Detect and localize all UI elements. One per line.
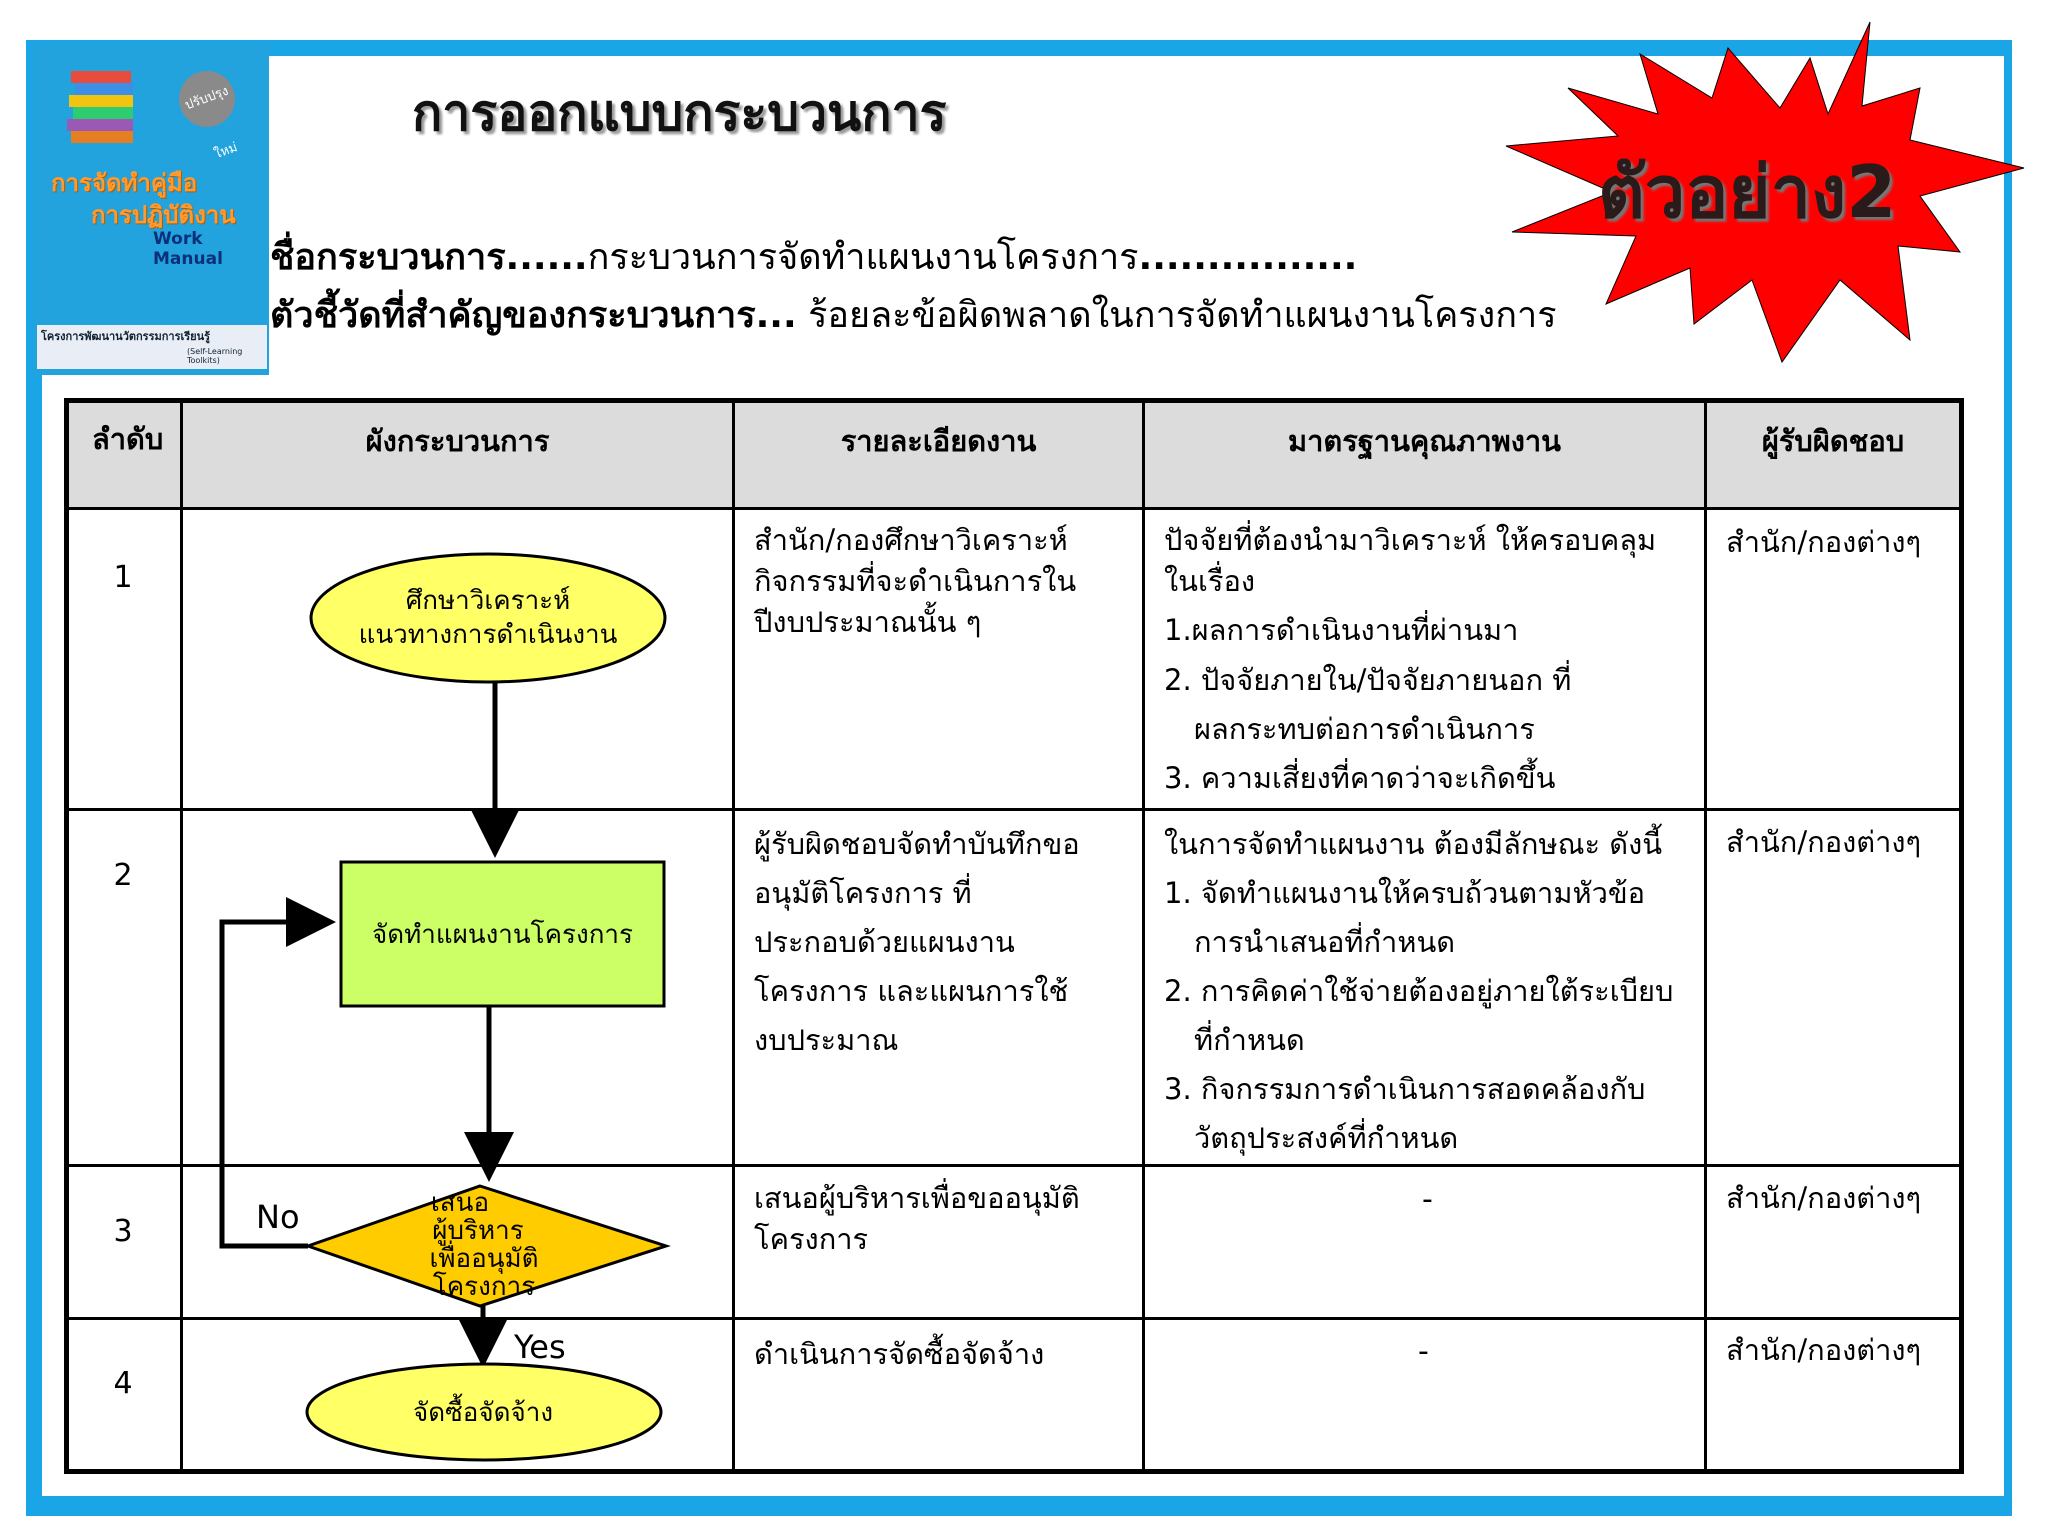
process-kpi-value: ร้อยละข้อผิดพลาดในการจัดทำแผนงานโครงการ xyxy=(796,295,1557,336)
standard-line: ผลกระทบต่อการดำเนินการ xyxy=(1194,712,1535,746)
detail-line: สำนัก/กองศึกษาวิเคราะห์ xyxy=(754,523,1068,557)
end-terminator xyxy=(305,1362,663,1462)
table-rule xyxy=(64,1317,1964,1320)
decision-label-line: เพื่ออนุมัติ xyxy=(429,1244,539,1274)
detail-cell: ผู้รับผิดชอบจัดทำบันทึกขอ อนุมัติโครงการ… xyxy=(754,820,1080,1065)
decision-label-line: ผู้บริหาร xyxy=(432,1216,524,1246)
process-name-value: กระบวนการจัดทำแผนงานโครงการ xyxy=(587,237,1139,278)
cover-org-band: โครงการพัฒนานวัตกรรมการเรียนรู้ (Self-Le… xyxy=(37,325,267,369)
cover-title-line1: การจัดทำคู่มือ xyxy=(51,169,198,197)
header-owner: ผู้รับผิดชอบ xyxy=(1761,424,1905,458)
standard-line: 1.ผลการดำเนินงานที่ผ่านมา xyxy=(1164,613,1519,647)
cover-subtitle: Work Manual xyxy=(153,229,223,269)
page-title: การออกแบบกระบวนการ xyxy=(412,84,947,142)
owner-cell: สำนัก/กองต่างๆ xyxy=(1726,525,1922,559)
owner-cell: สำนัก/กองต่างๆ xyxy=(1726,1181,1922,1215)
table-header-row xyxy=(69,403,1959,507)
start-terminator-label: ศึกษาวิเคราะห์ แนวทางการดำเนินงาน xyxy=(320,584,656,652)
cover-org-text: โครงการพัฒนานวัตกรรมการเรียนรู้ xyxy=(41,330,211,343)
cover-title-line2: การปฏิบัติงาน xyxy=(91,201,236,229)
step-number: 1 xyxy=(113,560,133,595)
process-name-line: ชื่อกระบวนการ......กระบวนการจัดทำแผนงานโ… xyxy=(270,228,1357,285)
standard-line: ปัจจัยที่ต้องนำมาวิเคราะห์ ให้ครอบคลุม xyxy=(1164,523,1657,557)
process-box xyxy=(339,860,666,1008)
standard-line: ในเรื่อง xyxy=(1164,564,1256,598)
header-detail: รายละเอียดงาน xyxy=(840,424,1037,458)
table-rule xyxy=(732,398,735,1474)
detail-line: กิจกรรมที่จะดำเนินการใน xyxy=(754,564,1077,598)
detail-line: เสนอผู้บริหารเพื่อขออนุมัติ xyxy=(754,1181,1080,1215)
detail-line: ปีงบประมาณนั้น ๆ xyxy=(754,605,982,639)
start-label-line: ศึกษาวิเคราะห์ xyxy=(405,586,571,616)
detail-line: โครงการ xyxy=(754,1222,869,1256)
decision-label-line: โครงการ xyxy=(432,1272,536,1302)
table-rule xyxy=(64,1164,1964,1167)
owner-cell: สำนัก/กองต่างๆ xyxy=(1726,1333,1922,1367)
no-branch-label: No xyxy=(256,1198,300,1236)
process-kpi-line: ตัวชี้วัดที่สำคัญของกระบวนการ... ร้อยละข… xyxy=(270,286,1557,343)
standard-cell: ปัจจัยที่ต้องนำมาวิเคราะห์ ให้ครอบคลุม ใ… xyxy=(1164,520,1656,801)
detail-line: ผู้รับผิดชอบจัดทำบันทึกขอ xyxy=(754,827,1080,861)
standard-line: การนำเสนอที่กำหนด xyxy=(1194,925,1456,959)
table-rule xyxy=(1142,398,1145,1474)
standard-line: 3. กิจกรรมการดำเนินการสอดคล้องกับ xyxy=(1164,1072,1646,1106)
yes-branch-label: Yes xyxy=(514,1328,566,1366)
end-terminator-label: จัดซื้อจัดจ้าง xyxy=(412,1398,554,1428)
detail-line: ประกอบด้วยแผนงาน xyxy=(754,925,1015,959)
process-name-trail: ................ xyxy=(1138,237,1358,278)
detail-cell: สำนัก/กองศึกษาวิเคราะห์ กิจกรรมที่จะดำเน… xyxy=(754,520,1076,643)
decision-label-line: เสนอ xyxy=(430,1188,490,1218)
standard-empty: - xyxy=(1418,1334,1429,1369)
header-step: ลำดับ xyxy=(92,422,164,456)
standard-line: ในการจัดทำแผนงาน ต้องมีลักษณะ ดังนี้ xyxy=(1164,827,1663,861)
detail-cell: ดำเนินการจัดซื้อจัดจ้าง xyxy=(754,1330,1044,1379)
table-rule xyxy=(180,398,183,1474)
process-name-label: ชื่อกระบวนการ...... xyxy=(270,237,588,278)
standard-empty: - xyxy=(1422,1182,1433,1217)
table-rule xyxy=(1704,398,1707,1474)
standard-line: 2. การคิดค่าใช้จ่ายต้องอยู่ภายใต้ระเบียบ xyxy=(1164,974,1674,1008)
standard-cell: ในการจัดทำแผนงาน ต้องมีลักษณะ ดังนี้ 1. … xyxy=(1164,820,1673,1163)
example-badge-text: ตัวอย่าง2 xyxy=(1598,150,1897,234)
detail-line: โครงการ และแผนการใช้ xyxy=(754,974,1069,1008)
table-rule xyxy=(64,808,1964,811)
process-kpi-label: ตัวชี้วัดที่สำคัญของกระบวนการ... xyxy=(270,295,797,336)
detail-line: อนุมัติโครงการ ที่ xyxy=(754,876,972,910)
cover-series-text: (Self-Learning Toolkits) xyxy=(187,347,243,365)
start-terminator xyxy=(309,552,667,684)
process-box-label: จัดทำแผนงานโครงการ xyxy=(371,920,633,950)
detail-cell: เสนอผู้บริหารเพื่อขออนุมัติ โครงการ xyxy=(754,1178,1080,1260)
header-flow: ผังกระบวนการ xyxy=(365,424,550,458)
books-icon xyxy=(67,71,133,143)
step-number: 2 xyxy=(113,858,133,893)
process-table xyxy=(64,398,1964,1474)
step-number: 4 xyxy=(113,1366,133,1401)
standard-line: 2. ปัจจัยภายใน/ปัจจัยภายนอก ที่ xyxy=(1164,663,1572,697)
standard-line: วัตถุประสงค์ที่กำหนด xyxy=(1194,1121,1459,1155)
step-number: 3 xyxy=(113,1214,133,1249)
standard-line: 1. จัดทำแผนงานให้ครบถ้วนตามหัวข้อ xyxy=(1164,876,1646,910)
table-rule xyxy=(64,507,1964,510)
standard-line: ที่กำหนด xyxy=(1194,1023,1305,1057)
manual-cover-image: ปรับปรุงใหม่ การจัดทำคู่มือ การปฏิบัติงา… xyxy=(33,43,269,375)
example-burst-shape xyxy=(1505,21,2025,364)
detail-line: งบประมาณ xyxy=(754,1023,899,1057)
detail-line: ดำเนินการจัดซื้อจัดจ้าง xyxy=(754,1337,1045,1371)
header-standard: มาตรฐานคุณภาพงาน xyxy=(1287,424,1561,458)
owner-cell: สำนัก/กองต่างๆ xyxy=(1726,825,1922,859)
decision-diamond xyxy=(303,1184,671,1308)
start-label-line: แนวทางการดำเนินงาน xyxy=(358,620,618,650)
standard-line: 3. ความเสี่ยงที่คาดว่าจะเกิดขึ้น xyxy=(1164,761,1556,795)
arrow-no-loop xyxy=(219,897,336,1249)
